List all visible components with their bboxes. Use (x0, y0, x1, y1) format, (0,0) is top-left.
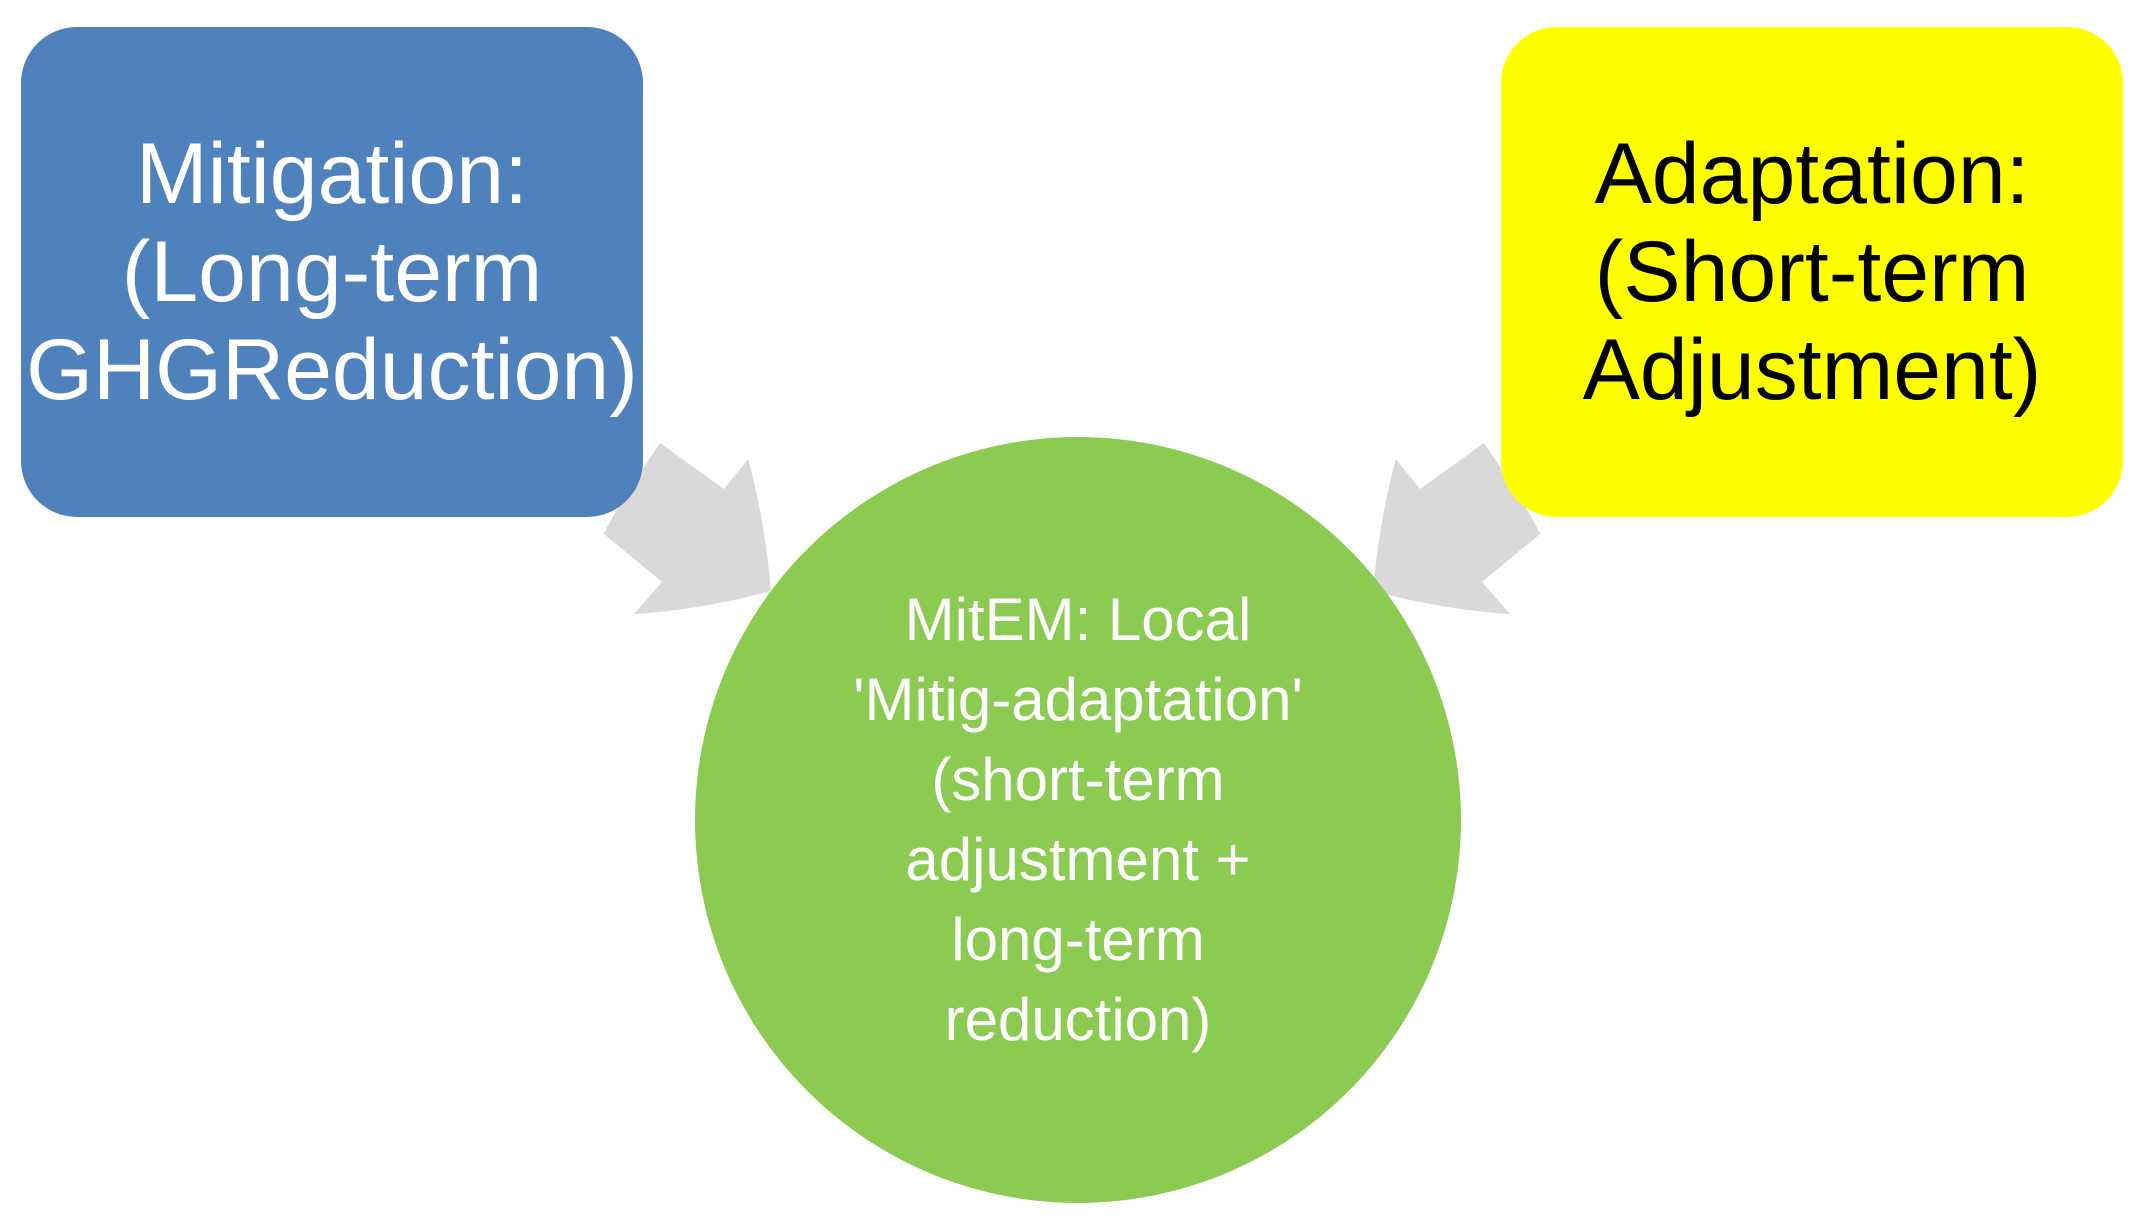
node-mitem-line-4: adjustment + (905, 826, 1251, 893)
node-mitem-line-5: long-term (951, 906, 1205, 973)
node-adaptation-line-3: Adjustment) (1582, 322, 2042, 418)
node-mitigation-line-3: GHGReduction) (26, 322, 638, 418)
node-adaptation-line-1: Adaptation: (1594, 126, 2030, 222)
arrow-adaptation-to-mitem-icon (1373, 443, 1540, 614)
node-mitem-line-1: MitEM: Local (904, 586, 1252, 653)
node-mitigation-line-2: (Long-term (121, 224, 543, 320)
node-adaptation: Adaptation: (Short-term Adjustment) (1501, 27, 2123, 517)
node-adaptation-line-2: (Short-term (1594, 224, 2030, 320)
arrow-mitigation-to-mitem-icon (604, 443, 771, 614)
node-mitigation: Mitigation: (Long-term GHGReduction) (21, 27, 643, 517)
node-mitem-line-3: (short-term (931, 746, 1225, 813)
node-mitem-line-2: 'Mitig-adaptation' (853, 666, 1303, 733)
node-mitem-line-6: reduction) (944, 986, 1212, 1053)
node-mitem: MitEM: Local 'Mitig-adaptation' (short-t… (695, 437, 1461, 1203)
node-mitigation-line-1: Mitigation: (136, 126, 528, 222)
